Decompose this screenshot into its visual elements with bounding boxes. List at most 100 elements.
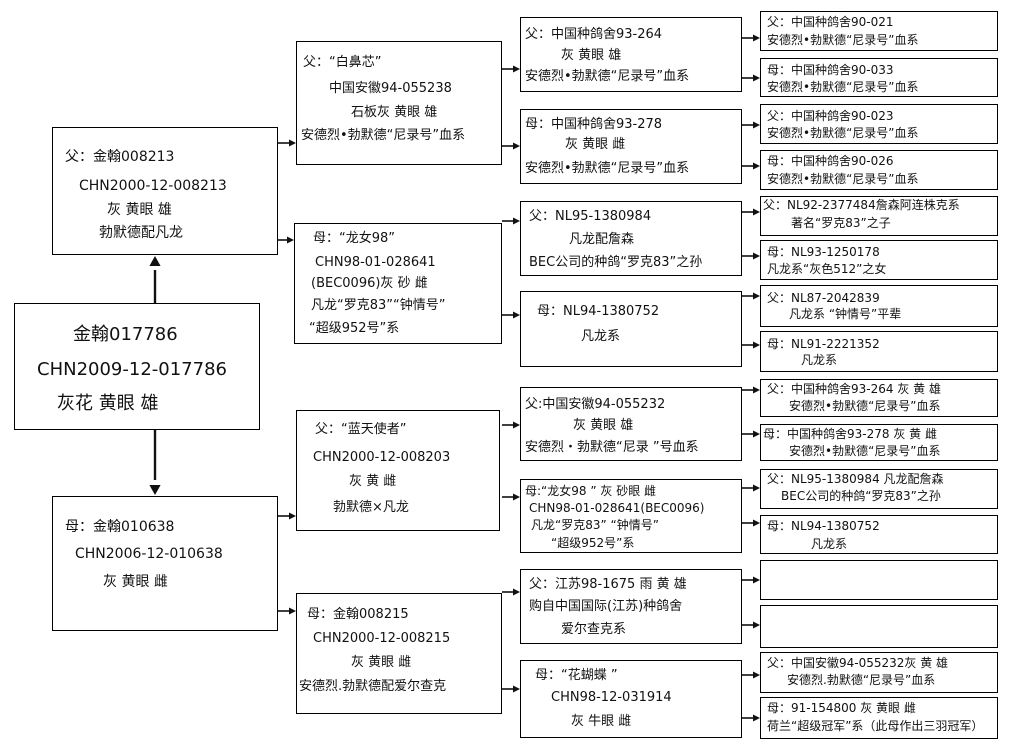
arrowhead (753, 576, 760, 584)
pedigree-text-line: 父：“蓝天使者” (315, 422, 407, 437)
pedigree-text-line: 爱尔查克系 (561, 622, 627, 637)
pedigree-text-line: 凡龙系“灰色512”之女 (767, 262, 887, 276)
mmmm-box: 母：91-154800 灰 黄眼 雌荷兰“超级冠军”系（此母作出三羽冠军） (760, 697, 998, 739)
pedigree-text-line: 父：江苏98-1675 雨 黄 雄 (529, 577, 687, 592)
fmfm-box: 母：NL93-1250178 凡龙系“灰色512”之女 (760, 240, 998, 280)
pedigree-text-line: 灰 牛眼 雌 (571, 714, 632, 729)
pedigree-text-line: 父:中国安徽94-055232 (525, 397, 666, 412)
arrowhead (513, 65, 520, 73)
arrowhead (289, 512, 296, 520)
pedigree-text-line: 安德烈•勃默德“尼录号”血系 (789, 444, 941, 458)
pedigree-text-line: CHN98-12-031914 (551, 690, 672, 705)
pedigree-text-line: 安德烈・勃默德“尼录 ”号血系 (525, 440, 699, 455)
pedigree-text-line: CHN2000-12-008213 (79, 178, 227, 194)
pedigree-text-line: 勃默德×凡龙 (333, 500, 409, 515)
pedigree-text-line: 父：中国种鸽舍93-264 (525, 27, 663, 42)
arrowhead (753, 671, 760, 679)
arrowhead (753, 519, 760, 527)
pedigree-text-line: 安德烈•勃默德“尼录号”血系 (525, 69, 690, 84)
arrowhead (753, 252, 760, 260)
arrowhead (287, 236, 294, 244)
pedigree-text-line: 父：NL87-2042839 (767, 291, 880, 305)
pedigree-text-line: 灰花 黄眼 雄 (57, 393, 159, 414)
arrowhead (753, 74, 760, 82)
pedigree-text-line: 著名“罗克83”之子 (791, 216, 891, 230)
arrowhead (513, 217, 520, 225)
arrowhead (513, 311, 520, 319)
arrowhead (753, 34, 760, 42)
pedigree-text-line: 凡龙配詹森 (569, 232, 635, 247)
ffmf-box: 父：中国种鸽舍90-023 安德烈•勃默德“尼录号”血系 (760, 104, 998, 144)
pedigree-text-line: 安德烈.勃默德配爱尔查克 (299, 679, 447, 694)
pedigree-text-line: 凡龙系 (801, 353, 838, 367)
pedigree-text-line: 石板灰 黄眼 雄 (351, 105, 438, 120)
pedigree-text-line: 灰 黄眼 雌 (351, 655, 412, 670)
pedigree-text-line: 父：“白鼻芯” (303, 55, 382, 70)
arrowhead (753, 386, 760, 394)
arrowhead (753, 208, 760, 216)
pedigree-text-line: CHN2000-12-008203 (313, 450, 451, 465)
pedigree-text-line: 母：“龙女98” (313, 231, 396, 246)
pedigree-text-line: 父：NL95-1380984 凡龙配詹森 (767, 472, 944, 486)
mmfm-box (760, 605, 998, 648)
pedigree-text-line: 灰 黄眼 雄 (107, 202, 172, 218)
arrowhead (753, 714, 760, 722)
pedigree-text-line: 母：金翰008215 (307, 607, 409, 622)
pedigree-text-line: 父：中国种鸽舍90-023 (767, 109, 894, 123)
arrowhead (753, 484, 760, 492)
pedigree-text-line: 父：中国种鸽舍90-021 (767, 15, 894, 29)
pedigree-text-line: 母：中国种鸽舍93-278 灰 黄 雌 (763, 427, 937, 441)
mmff-box (760, 560, 998, 600)
arrowhead (513, 142, 520, 150)
mf-box: 父：“蓝天使者” CHN2000-12-008203 灰 黄 雌勃默德×凡龙 (296, 410, 500, 531)
pedigree-text-line: 安德烈•勃默德“尼录号”血系 (525, 161, 690, 176)
pedigree-text-line: 安德烈•勃默德“尼录号”血系 (767, 126, 919, 140)
pedigree-text-line: 父：NL95-1380984 (529, 209, 652, 224)
mfmf-box: 父：NL95-1380984 凡龙配詹森 BEC公司的种鸽“罗克83”之孙 (760, 469, 998, 509)
pedigree-text-line: 母：“花蝴蝶 ” (535, 668, 618, 683)
mfff-box: 父：中国种鸽舍93-264 灰 黄 雄安德烈•勃默德“尼录号”血系 (760, 379, 998, 417)
mffm-box: 母：中国种鸽舍93-278 灰 黄 雌安德烈•勃默德“尼录号”血系 (760, 424, 998, 461)
arrowhead (513, 588, 520, 596)
pedigree-text-line: 凡龙系 (811, 537, 848, 551)
arrowhead (513, 421, 520, 429)
fm-box: 母：“龙女98”CHN98-01-028641(BEC0096)灰 砂 雌凡龙“… (294, 223, 502, 344)
pedigree-text-line: “超级952号”系 (309, 321, 400, 336)
pedigree-text-line: 购自中国国际(江苏)种鸽舍 (529, 599, 683, 614)
pedigree-text-line: 灰 黄眼 雌 (565, 137, 626, 152)
pedigree-text-line: 勃默德配凡龙 (99, 225, 183, 241)
pedigree-text-line: 中国安徽94-055238 (329, 81, 452, 96)
pedigree-text-line: CHN2006-12-010638 (75, 546, 223, 562)
pedigree-text-line: BEC公司的种鸽“罗克83”之孙 (529, 255, 703, 270)
arrowhead (289, 139, 296, 147)
pedigree-text-line: 母：91-154800 灰 黄眼 雌 (767, 701, 916, 715)
pedigree-text-line: 安德烈•勃默德“尼录号”血系 (767, 172, 919, 186)
pedigree-text-line: 灰 黄眼 雌 (103, 574, 168, 590)
pedigree-text-line: 安德烈•勃默德“尼录号”血系 (301, 128, 466, 143)
pedigree-text-line: 安德烈•勃默德“尼录号”血系 (789, 399, 941, 413)
pedigree-text-line: “超级952号”系 (551, 536, 635, 550)
mmmf-box: 父：中国安徽94-055232灰 黄 雄安德烈.勃默德“尼录号”血系 (760, 652, 998, 693)
pedigree-text-line: 安德烈.勃默德“尼录号”血系 (787, 673, 936, 687)
pedigree-text-line: 母：NL94-1380752 (767, 519, 880, 533)
pedigree-text-line: 父：中国种鸽舍93-264 灰 黄 雄 (767, 382, 941, 396)
pedigree-text-line: 灰 黄 雌 (349, 474, 397, 489)
pedigree-text-line: 荷兰“超级冠军”系（此母作出三羽冠军） (767, 719, 984, 733)
pedigree-text-line: 母：NL93-1250178 (767, 245, 880, 259)
mfmm-box: 母：NL94-1380752 凡龙系 (760, 515, 998, 554)
arrowhead (149, 256, 161, 266)
arrowhead (513, 685, 520, 693)
pedigree-text-line: 母：NL91-2221352 (767, 337, 880, 351)
pedigree-text-line: BEC公司的种鸽“罗克83”之孙 (781, 489, 941, 503)
pedigree-text-line: CHN98-01-028641(BEC0096) (529, 501, 705, 515)
